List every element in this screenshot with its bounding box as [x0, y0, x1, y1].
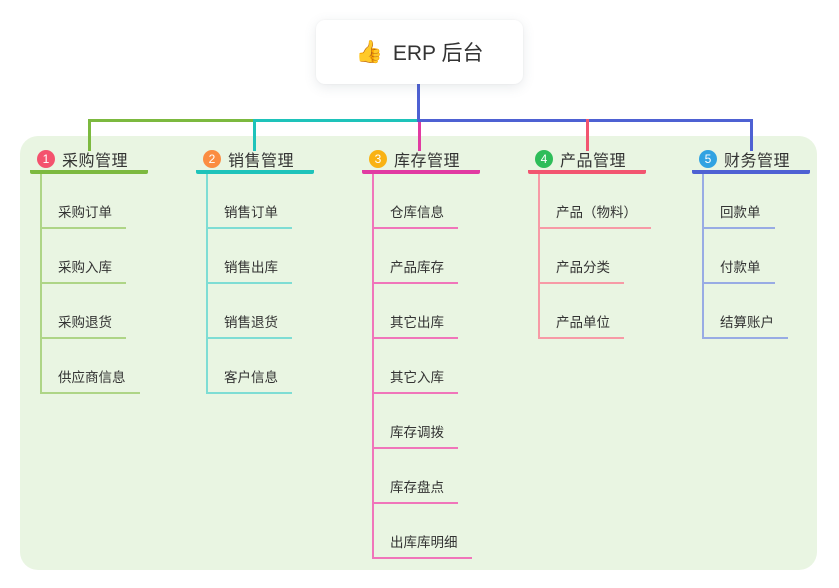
connector-segment-purchase	[88, 119, 253, 122]
child-topic-label: 销售出库	[206, 256, 292, 284]
child-topic[interactable]: 其它出库	[372, 284, 480, 339]
badge-number-icon: 5	[699, 149, 717, 168]
child-topic[interactable]: 客户信息	[206, 339, 314, 394]
child-topic[interactable]: 产品单位	[538, 284, 646, 339]
child-topic[interactable]: 回款单	[702, 174, 810, 229]
branch-title: 产品管理	[560, 152, 627, 170]
badge-number-icon: 1	[37, 149, 55, 168]
child-topic-label: 其它出库	[372, 311, 458, 339]
branch-children-inventory: 仓库信息产品库存其它出库其它入库库存调拨库存盘点出库库明细	[372, 174, 480, 559]
child-topic[interactable]: 产品分类	[538, 229, 646, 284]
child-topic-label: 其它入库	[372, 366, 458, 394]
branch-children-product: 产品（物料） 产品分类产品单位	[538, 174, 651, 339]
child-topic-label: 采购订单	[40, 201, 126, 229]
child-topic-label: 采购入库	[40, 256, 126, 284]
branch-topic-inventory[interactable]: 3 库存管理	[362, 147, 480, 174]
connector-drop-sales	[253, 119, 256, 151]
connector-segment-sales	[253, 119, 417, 122]
child-topic[interactable]: 结算账户	[702, 284, 810, 339]
child-topic-label: 产品分类	[538, 256, 624, 284]
root-topic-label: ERP 后台	[392, 42, 484, 65]
child-topic[interactable]: 供应商信息	[40, 339, 148, 394]
branch-product: 4 产品管理 产品（物料） 产品分类产品单位	[528, 147, 651, 339]
child-topic-label: 采购退货	[40, 311, 126, 339]
root-connector-line	[417, 84, 420, 122]
child-topic-label: 产品（物料）	[538, 201, 651, 229]
child-topic[interactable]: 库存调拨	[372, 394, 480, 449]
child-topic[interactable]: 销售出库	[206, 229, 314, 284]
child-topic[interactable]: 采购入库	[40, 229, 148, 284]
connector-drop-inventory	[418, 122, 421, 151]
branch-title: 采购管理	[62, 152, 129, 170]
badge-number-icon: 2	[203, 149, 221, 168]
child-topic-label: 销售退货	[206, 311, 292, 339]
branch-sales: 2 销售管理 销售订单销售出库销售退货客户信息	[196, 147, 314, 394]
branch-topic-sales[interactable]: 2 销售管理	[196, 147, 314, 174]
child-topic-label: 产品单位	[538, 311, 624, 339]
child-topic-label: 产品库存	[372, 256, 458, 284]
child-topic-label: 出库库明细	[372, 531, 472, 559]
branch-inventory: 3 库存管理 仓库信息产品库存其它出库其它入库库存调拨库存盘点出库库明细	[362, 147, 480, 559]
child-topic-label: 客户信息	[206, 366, 292, 394]
child-topic[interactable]: 出库库明细	[372, 504, 480, 559]
child-topic[interactable]: 产品（物料）	[538, 174, 651, 229]
connector-drop-purchase	[88, 119, 91, 151]
child-topic-label: 仓库信息	[372, 201, 458, 229]
child-topic-label: 库存调拨	[372, 421, 458, 449]
child-topic-label: 付款单	[702, 256, 775, 284]
child-topic[interactable]: 产品库存	[372, 229, 480, 284]
root-topic[interactable]: 👍 ERP 后台	[316, 20, 523, 84]
child-topic-label: 库存盘点	[372, 476, 458, 504]
child-topic[interactable]: 销售退货	[206, 284, 314, 339]
badge-number-icon: 4	[535, 149, 553, 168]
child-topic[interactable]: 其它入库	[372, 339, 480, 394]
branch-purchase: 1 采购管理 采购订单采购入库采购退货供应商信息	[30, 147, 148, 394]
badge-number-icon: 3	[369, 149, 387, 168]
branch-title: 财务管理	[724, 152, 791, 170]
branch-topic-purchase[interactable]: 1 采购管理	[30, 147, 148, 174]
child-topic[interactable]: 付款单	[702, 229, 810, 284]
branch-children-finance: 回款单付款单结算账户	[702, 174, 810, 339]
branch-children-sales: 销售订单销售出库销售退货客户信息	[206, 174, 314, 394]
child-topic-label: 结算账户	[702, 311, 788, 339]
child-topic[interactable]: 库存盘点	[372, 449, 480, 504]
branch-topic-finance[interactable]: 5 财务管理	[692, 147, 810, 174]
connector-drop-product	[586, 119, 589, 151]
branch-title: 库存管理	[394, 152, 461, 170]
child-topic-label: 销售订单	[206, 201, 292, 229]
child-topic-label: 回款单	[702, 201, 775, 229]
child-topic[interactable]: 采购订单	[40, 174, 148, 229]
branch-topic-product[interactable]: 4 产品管理	[528, 147, 646, 174]
connector-drop-finance	[750, 119, 753, 151]
child-topic[interactable]: 销售订单	[206, 174, 314, 229]
child-topic[interactable]: 采购退货	[40, 284, 148, 339]
child-topic[interactable]: 仓库信息	[372, 174, 480, 229]
branch-children-purchase: 采购订单采购入库采购退货供应商信息	[40, 174, 148, 394]
thumbs-up-icon: 👍	[355, 39, 383, 64]
branches-background-panel	[20, 136, 817, 570]
branch-finance: 5 财务管理 回款单付款单结算账户	[692, 147, 810, 339]
branch-title: 销售管理	[228, 152, 295, 170]
connector-segment-finance	[417, 119, 752, 122]
child-topic-label: 供应商信息	[40, 366, 140, 394]
